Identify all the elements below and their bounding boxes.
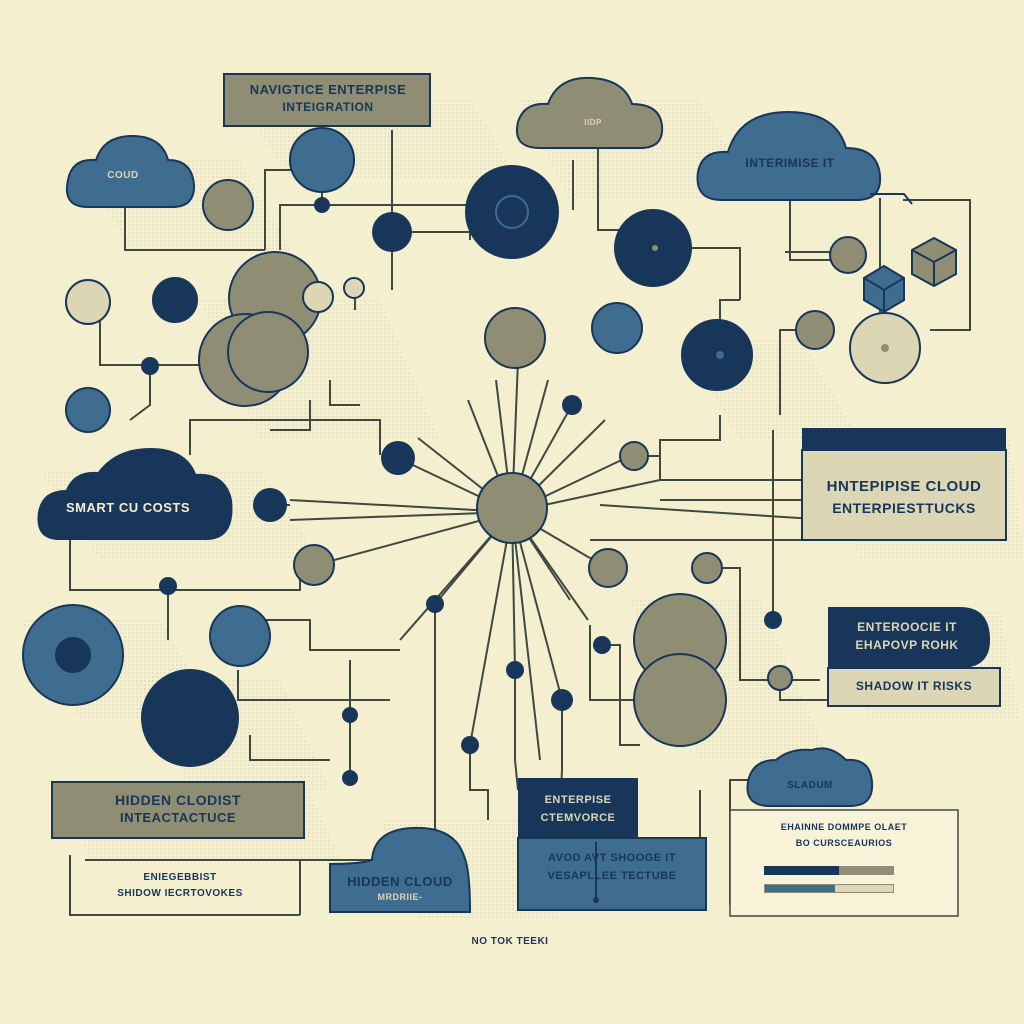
- cloud-left-mid: [37, 448, 233, 540]
- right-box-line2: EHAPOVP ROHK: [855, 638, 959, 652]
- cloud-bottom-right: [746, 747, 874, 807]
- top-box-title-line1: NAVIGTICE ENTERPISE: [249, 82, 407, 97]
- cloud-top-center-label: IIDP: [584, 118, 602, 127]
- center-box-line2: CTEMVORCE: [540, 812, 616, 824]
- bottom-left-text-line1: ENIEGEBBIST: [143, 872, 217, 883]
- label-boxes: [51, 73, 1007, 917]
- legend-line1: EHAINNE DOMMPE OLAET: [780, 822, 908, 832]
- small-nodes: [141, 197, 889, 786]
- cube-icons: [863, 193, 957, 314]
- cloud-top-right: [696, 110, 882, 201]
- cloud-top-right-label: INTERIMISE IT: [745, 156, 835, 170]
- legend-bar-1-fill: [764, 866, 840, 875]
- cloud-left-mid-label: SMART CU COSTS: [66, 500, 190, 515]
- legend-bar-2-fill: [765, 885, 836, 892]
- cloud-bottom-right-label: SLADUM: [787, 780, 833, 791]
- cloud-bottom-center: [329, 826, 472, 913]
- cloud-top-left: [66, 134, 196, 208]
- bottom-cloud-line2: MRDRIIE-: [377, 892, 423, 902]
- cloud-top-center: [516, 76, 664, 149]
- bottom-left-box-line1: HIDDEN CLODIST: [115, 792, 241, 808]
- bottom-cloud-line1: HIDDEN CLOUD: [347, 874, 453, 889]
- center-panel-line2: VESAPLLEE TECTUBE: [547, 870, 677, 882]
- footer-text: NO TOK TEEKI: [471, 936, 549, 947]
- legend-bar-1-track: [764, 866, 894, 875]
- right-box-line1: ENTEROOCIE IT: [857, 620, 957, 634]
- top-box-title-line2: INTEIGRATION: [282, 100, 374, 114]
- bottom-left-text-line2: SHIDOW IECRTOVOKES: [117, 888, 243, 899]
- right-panel-line2: ENTERPIESTTUCKS: [832, 500, 976, 516]
- right-box-line3: SHADOW IT RISKS: [855, 679, 973, 693]
- legend-line2: BO CURSCEAURIOS: [795, 838, 893, 848]
- cloud-top-left-label: COUD: [107, 170, 139, 181]
- center-box-line1: ENTERPISE: [544, 794, 612, 806]
- bottom-left-box-line2: INTEACTACTUCE: [119, 810, 237, 825]
- right-panel-line1: HNTEPIPISE CLOUD: [826, 478, 982, 495]
- center-panel-line1: AVOD AVT SHOOGE IT: [548, 852, 676, 864]
- node-circles: [22, 127, 921, 767]
- legend-bar-2-track: [764, 884, 894, 893]
